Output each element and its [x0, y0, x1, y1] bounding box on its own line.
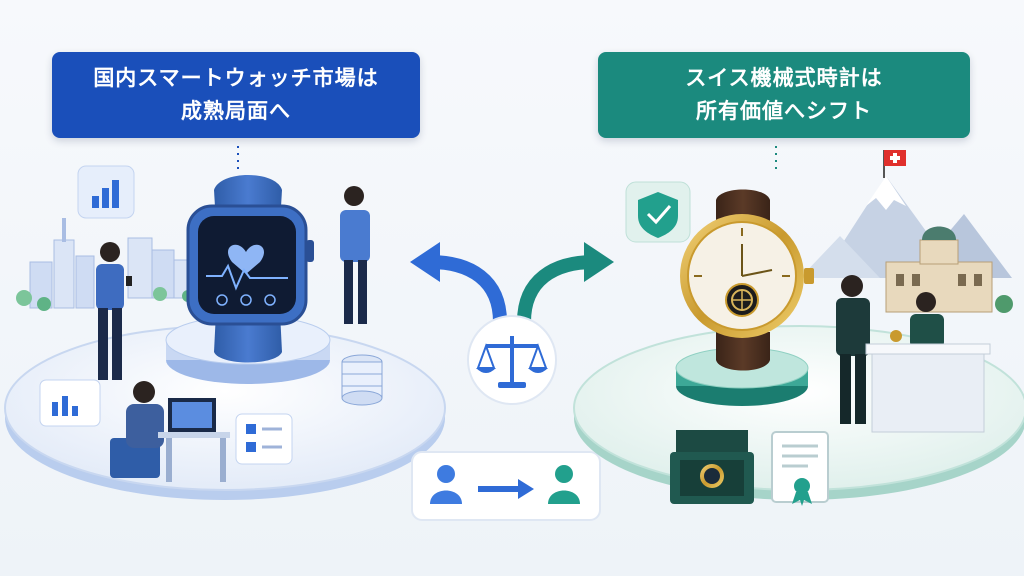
bar-chart-icon: [39, 379, 101, 427]
heart-icon: [227, 244, 265, 274]
right-title-banner: スイス機械式時計は 所有価値へシフト: [598, 52, 970, 138]
watch-box-icon: [670, 430, 754, 504]
certificate-icon: [771, 431, 829, 506]
laptop-icon: [110, 381, 230, 482]
person-icon: [96, 242, 132, 380]
person-icon: [340, 186, 370, 324]
left-title-line1: 国内スマートウォッチ市場は: [93, 66, 379, 91]
curved-arrow-right-icon: [517, 242, 614, 329]
shield-check-icon: [625, 181, 691, 243]
smartwatch-icon: [186, 175, 314, 363]
right-title-line2: 所有価値へシフト: [696, 99, 872, 123]
left-title-line2: 成熟局面へ: [181, 99, 291, 123]
swiss-flag-icon: [883, 150, 906, 178]
person-icon: [836, 275, 870, 424]
curved-arrow-left-icon: [410, 242, 507, 329]
bar-chart-icon: [77, 165, 135, 219]
shop-counter: [865, 292, 991, 433]
luxury-watch-pedestal: [675, 347, 809, 406]
checklist-icon: [235, 413, 293, 465]
building-icon: [885, 226, 1013, 313]
left-title-banner: 国内スマートウォッチ市場は 成熟局面へ: [52, 52, 420, 138]
server-icon: [341, 354, 383, 406]
user-to-user-icon: [411, 451, 601, 521]
right-title-line1: スイス機械式時計は: [685, 66, 883, 91]
scales-icon: [467, 315, 557, 405]
luxury-watch-icon: [680, 189, 814, 371]
